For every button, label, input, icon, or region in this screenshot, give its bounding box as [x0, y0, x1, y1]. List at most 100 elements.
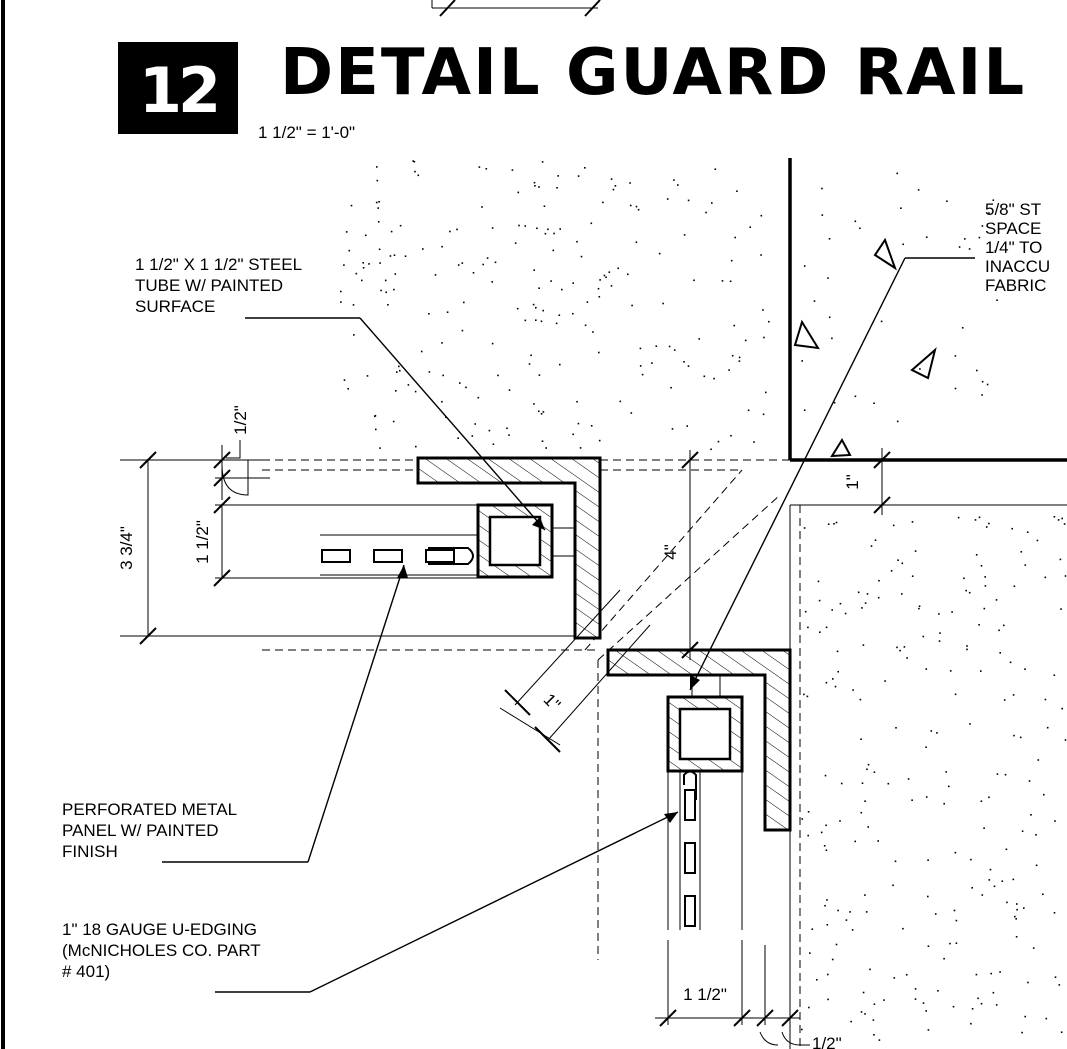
stipple-dot [348, 249, 351, 252]
stipple-dot [1057, 519, 1060, 521]
stipple-dot [954, 851, 957, 854]
stipple-dot [768, 320, 770, 323]
stipple-dot [903, 646, 906, 648]
stipple-dot [576, 400, 578, 403]
stipple-dot [393, 288, 395, 291]
stipple-dot [925, 1010, 927, 1012]
stipple-dot [954, 693, 957, 696]
note-panel: PERFORATED METAL PANEL W/ PAINTED FINISH [62, 800, 237, 861]
stipple-dot [1064, 575, 1067, 577]
stipple-dot [374, 415, 376, 418]
stipple-dot [340, 290, 342, 293]
stipple-dot [619, 400, 622, 403]
stipple-dot [1023, 907, 1025, 909]
stipple-dot [901, 562, 904, 565]
stipple-dot [662, 302, 664, 305]
stipple-dot [927, 945, 930, 947]
stipple-dot [939, 632, 941, 634]
stipple-dot [827, 998, 829, 1001]
stipple-dot [368, 263, 370, 265]
stipple-dot [925, 746, 927, 748]
stipple-dot [738, 360, 741, 362]
stipple-dot [599, 279, 601, 281]
stipple-dot [540, 320, 543, 323]
stipple-dot [976, 369, 978, 372]
stipple-dot [491, 342, 494, 345]
stipple-dot [981, 380, 984, 383]
stipple-dot [1036, 539, 1039, 542]
stipple-dot [463, 301, 465, 304]
stipple-dot [981, 394, 983, 396]
stipple-dot [1046, 726, 1049, 729]
stipple-dot [914, 988, 917, 990]
stipple-dot [996, 773, 999, 775]
stipple-dot [1006, 901, 1008, 904]
stipple-dot [914, 998, 917, 1000]
stipple-dot [839, 602, 842, 605]
stipple-dot [819, 631, 821, 633]
stipple-dot [1063, 523, 1066, 525]
stipple-dot [827, 973, 829, 976]
stipple-dot [586, 301, 589, 303]
stipple-dot [508, 434, 510, 436]
stipple-dot [577, 175, 580, 177]
stipple-dot [975, 973, 978, 976]
stipple-dot [864, 894, 866, 896]
stipple-dot [803, 693, 805, 696]
stipple-dot [894, 860, 897, 863]
svg-text:INACCU: INACCU [985, 257, 1050, 276]
stipple-dot [651, 362, 653, 364]
stipple-dot [1032, 947, 1035, 949]
stipple-dot [806, 695, 809, 698]
stipple-dot [844, 612, 847, 615]
stipple-dot [399, 369, 401, 372]
stipple-dot [925, 668, 928, 670]
stipple-dot [557, 175, 559, 177]
stipple-dot [1058, 984, 1061, 986]
stipple-dot [896, 420, 899, 423]
stipple-dot [540, 413, 543, 415]
stipple-dot [980, 565, 983, 567]
stipple-dot [377, 207, 379, 209]
stipple-dot [417, 174, 420, 177]
stipple-dot [1035, 864, 1038, 867]
stipple-dot [528, 363, 531, 365]
stipple-dot [953, 909, 956, 912]
stipple-dot [899, 649, 901, 652]
svg-text:5/8" ST: 5/8" ST [985, 200, 1041, 219]
stipple-dot [572, 433, 574, 436]
stipple-dot [828, 238, 831, 240]
stipple-dot [964, 238, 966, 240]
stipple-dot [963, 577, 965, 580]
stipple-dot [823, 845, 826, 847]
stipple-dot [355, 272, 358, 275]
stipple-dot [984, 585, 987, 587]
stipple-dot [925, 796, 928, 798]
stipple-dot [561, 288, 563, 291]
stipple-dot [590, 222, 593, 225]
stipple-dot [441, 342, 443, 344]
stipple-dot [734, 236, 736, 239]
stipple-dot [825, 681, 828, 684]
stipple-dot [970, 858, 972, 861]
dim-1-diag: 1" [499, 589, 651, 753]
stipple-dot [1061, 517, 1063, 520]
stipple-dot [457, 437, 459, 439]
stipple-dot [1064, 739, 1067, 741]
stipple-dot [399, 224, 402, 227]
stipple-dot [832, 678, 834, 680]
stipple-dot [617, 267, 619, 270]
stipple-dot [922, 1002, 925, 1004]
stipple-dot [538, 410, 540, 413]
stipple-dot [474, 423, 476, 425]
stipple-dot [710, 448, 712, 451]
stipple-dot [392, 420, 395, 423]
stipple-dot [584, 167, 586, 169]
stipple-dot [906, 657, 908, 659]
stipple-dot [687, 365, 690, 367]
stipple-dot [825, 626, 828, 629]
stipple-dot [361, 279, 363, 282]
stipple-dot [1045, 1017, 1048, 1020]
stipple-dot [547, 228, 549, 231]
stipple-dot [854, 840, 856, 843]
